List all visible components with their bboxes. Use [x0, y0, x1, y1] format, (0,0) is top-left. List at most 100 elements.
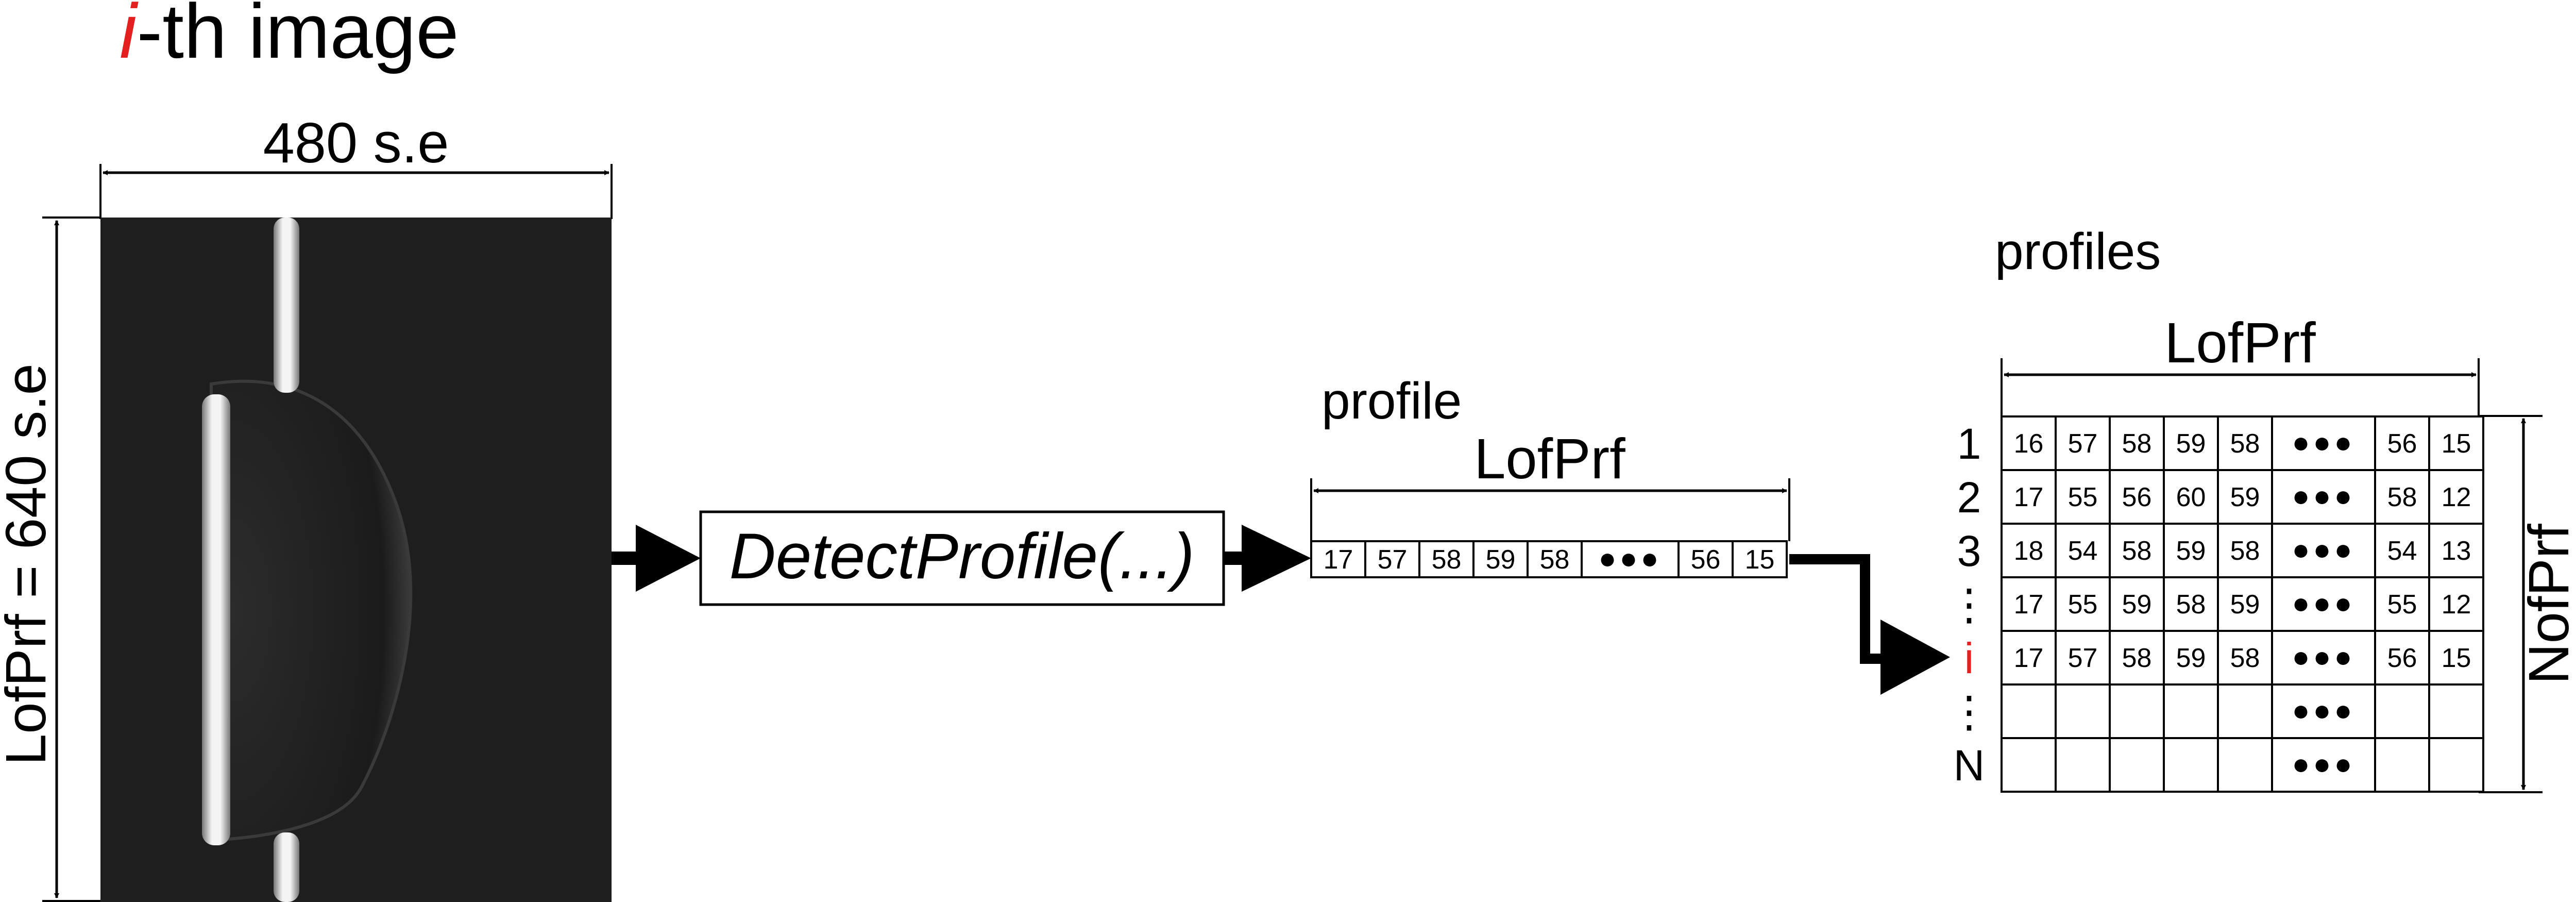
profiles-value: 17 — [2014, 482, 2044, 512]
detect-profile-box: DetectProfile(...) — [699, 510, 1225, 606]
profiles-value: 13 — [2442, 536, 2471, 566]
profile-length-label: LofPrf — [1474, 427, 1625, 491]
profiles-cell — [2109, 630, 2165, 686]
image-title-prefix: i — [120, 0, 139, 74]
profiles-value: 58 — [2122, 536, 2152, 566]
profile-value: 17 — [1324, 545, 1353, 575]
profiles-value: 60 — [2176, 482, 2206, 512]
profiles-cell — [2109, 683, 2165, 739]
profiles-row-label: 2 — [1957, 473, 1981, 522]
profiles-value: 56 — [2387, 429, 2417, 459]
arrow-image-to-function — [612, 525, 701, 592]
profiles-cell — [2217, 576, 2273, 632]
profiles-ellipsis: ●●● — [2292, 479, 2355, 513]
profiles-value: 15 — [2442, 429, 2471, 459]
image-width-label: 480 s.e — [263, 111, 449, 175]
profile-value: 15 — [1745, 545, 1775, 575]
profiles-ellipsis: ●●● — [2292, 694, 2355, 727]
profiles-value: 59 — [2122, 590, 2152, 620]
profiles-cell — [2271, 576, 2376, 632]
profiles-cell — [2055, 523, 2111, 578]
profile-cell — [1732, 540, 1788, 578]
profiles-value: 55 — [2387, 590, 2417, 620]
profiles-value: 58 — [2122, 429, 2152, 459]
profiles-ellipsis: ●●● — [2292, 426, 2355, 459]
detect-profile-label: DetectProfile(...) — [729, 521, 1194, 592]
profiles-cell — [2428, 737, 2484, 793]
profiles-row-label: ⋮ — [1947, 580, 1991, 629]
profiles-row-label: i — [1964, 634, 1974, 682]
profiles-value: 58 — [2176, 590, 2206, 620]
profile-value: 57 — [1378, 545, 1408, 575]
profiles-cell — [2217, 737, 2273, 793]
profiles-cell — [2374, 683, 2430, 739]
profiles-cell — [2217, 683, 2273, 739]
profiles-value: 17 — [2014, 590, 2044, 620]
profiles-length-dimension: LofPrf — [2001, 311, 2480, 416]
profile-cell — [1472, 540, 1529, 578]
profiles-value: 17 — [2014, 643, 2044, 673]
profiles-cell — [2428, 630, 2484, 686]
profile-cell — [1310, 540, 1366, 578]
profiles-cell — [2374, 737, 2430, 793]
profiles-value: 54 — [2387, 536, 2417, 566]
profiles-cell — [2428, 683, 2484, 739]
connector-profile-to-profiles — [1789, 554, 1950, 695]
profiles-value: 12 — [2442, 482, 2471, 512]
profiles-cell — [2271, 737, 2376, 793]
profiles-value: 57 — [2068, 429, 2098, 459]
profiles-value: 12 — [2442, 590, 2471, 620]
profiles-cell — [2001, 523, 2057, 578]
profiles-value: 56 — [2122, 482, 2152, 512]
profiles-length-label: LofPrf — [2164, 311, 2316, 375]
profiles-cell — [2055, 576, 2111, 632]
profiles-count-dimension: NofPrf — [2479, 415, 2576, 793]
profiles-heading: profiles — [1995, 223, 2161, 280]
profiles-value: 59 — [2230, 590, 2260, 620]
profiles-cell — [2428, 469, 2484, 525]
profiles-cell — [2109, 415, 2165, 471]
image-title-suffix: -th image — [137, 0, 459, 74]
profile-heading: profile — [1321, 372, 1462, 430]
profiles-value: 58 — [2387, 482, 2417, 512]
profile-value: 58 — [1432, 545, 1462, 575]
profile-length-dimension: LofPrf — [1310, 427, 1790, 541]
profiles-row-label: N — [1954, 741, 1985, 790]
profiles-cell — [2001, 469, 2057, 525]
profiles-ellipsis: ●●● — [2292, 640, 2355, 674]
profile-value: 56 — [1691, 545, 1721, 575]
profiles-value: 15 — [2442, 643, 2471, 673]
image-width-dimension: 480 s.e — [99, 111, 613, 219]
profiles-cell — [2271, 469, 2376, 525]
profile-cell — [1418, 540, 1475, 578]
profiles-cell — [2271, 523, 2376, 578]
profiles-value: 59 — [2176, 536, 2206, 566]
image-title: i-th image — [120, 0, 459, 74]
profiles-cell — [2001, 737, 2057, 793]
profiles-ellipsis: ●●● — [2292, 747, 2355, 781]
profiles-value: 57 — [2068, 643, 2098, 673]
profiles-ellipsis: ●●● — [2292, 587, 2355, 620]
profiles-cell — [2271, 630, 2376, 686]
profiles-cell — [2055, 737, 2111, 793]
profiles-row-label: 1 — [1957, 420, 1981, 468]
profiles-ellipsis: ●●● — [2292, 533, 2355, 566]
profiles-value: 58 — [2230, 536, 2260, 566]
profiles-cell — [2163, 683, 2219, 739]
profiles-row-label: ⋮ — [1947, 688, 1991, 736]
profile-ellipsis: ●●● — [1598, 542, 1662, 575]
profiles-cell — [2271, 683, 2376, 739]
profiles-cell — [2217, 630, 2273, 686]
profiles-cell — [2428, 415, 2484, 471]
profiles-value: 18 — [2014, 536, 2044, 566]
profiles-value: 55 — [2068, 590, 2098, 620]
image-height-dimension: LofPrf = 640 s.e — [0, 216, 101, 902]
profiles-cell — [2055, 469, 2111, 525]
profiles-cell — [2374, 415, 2430, 471]
profiles-value: 54 — [2068, 536, 2098, 566]
profile-cell — [1581, 540, 1680, 578]
image-height-label: LofPrf = 640 s.e — [0, 363, 58, 765]
